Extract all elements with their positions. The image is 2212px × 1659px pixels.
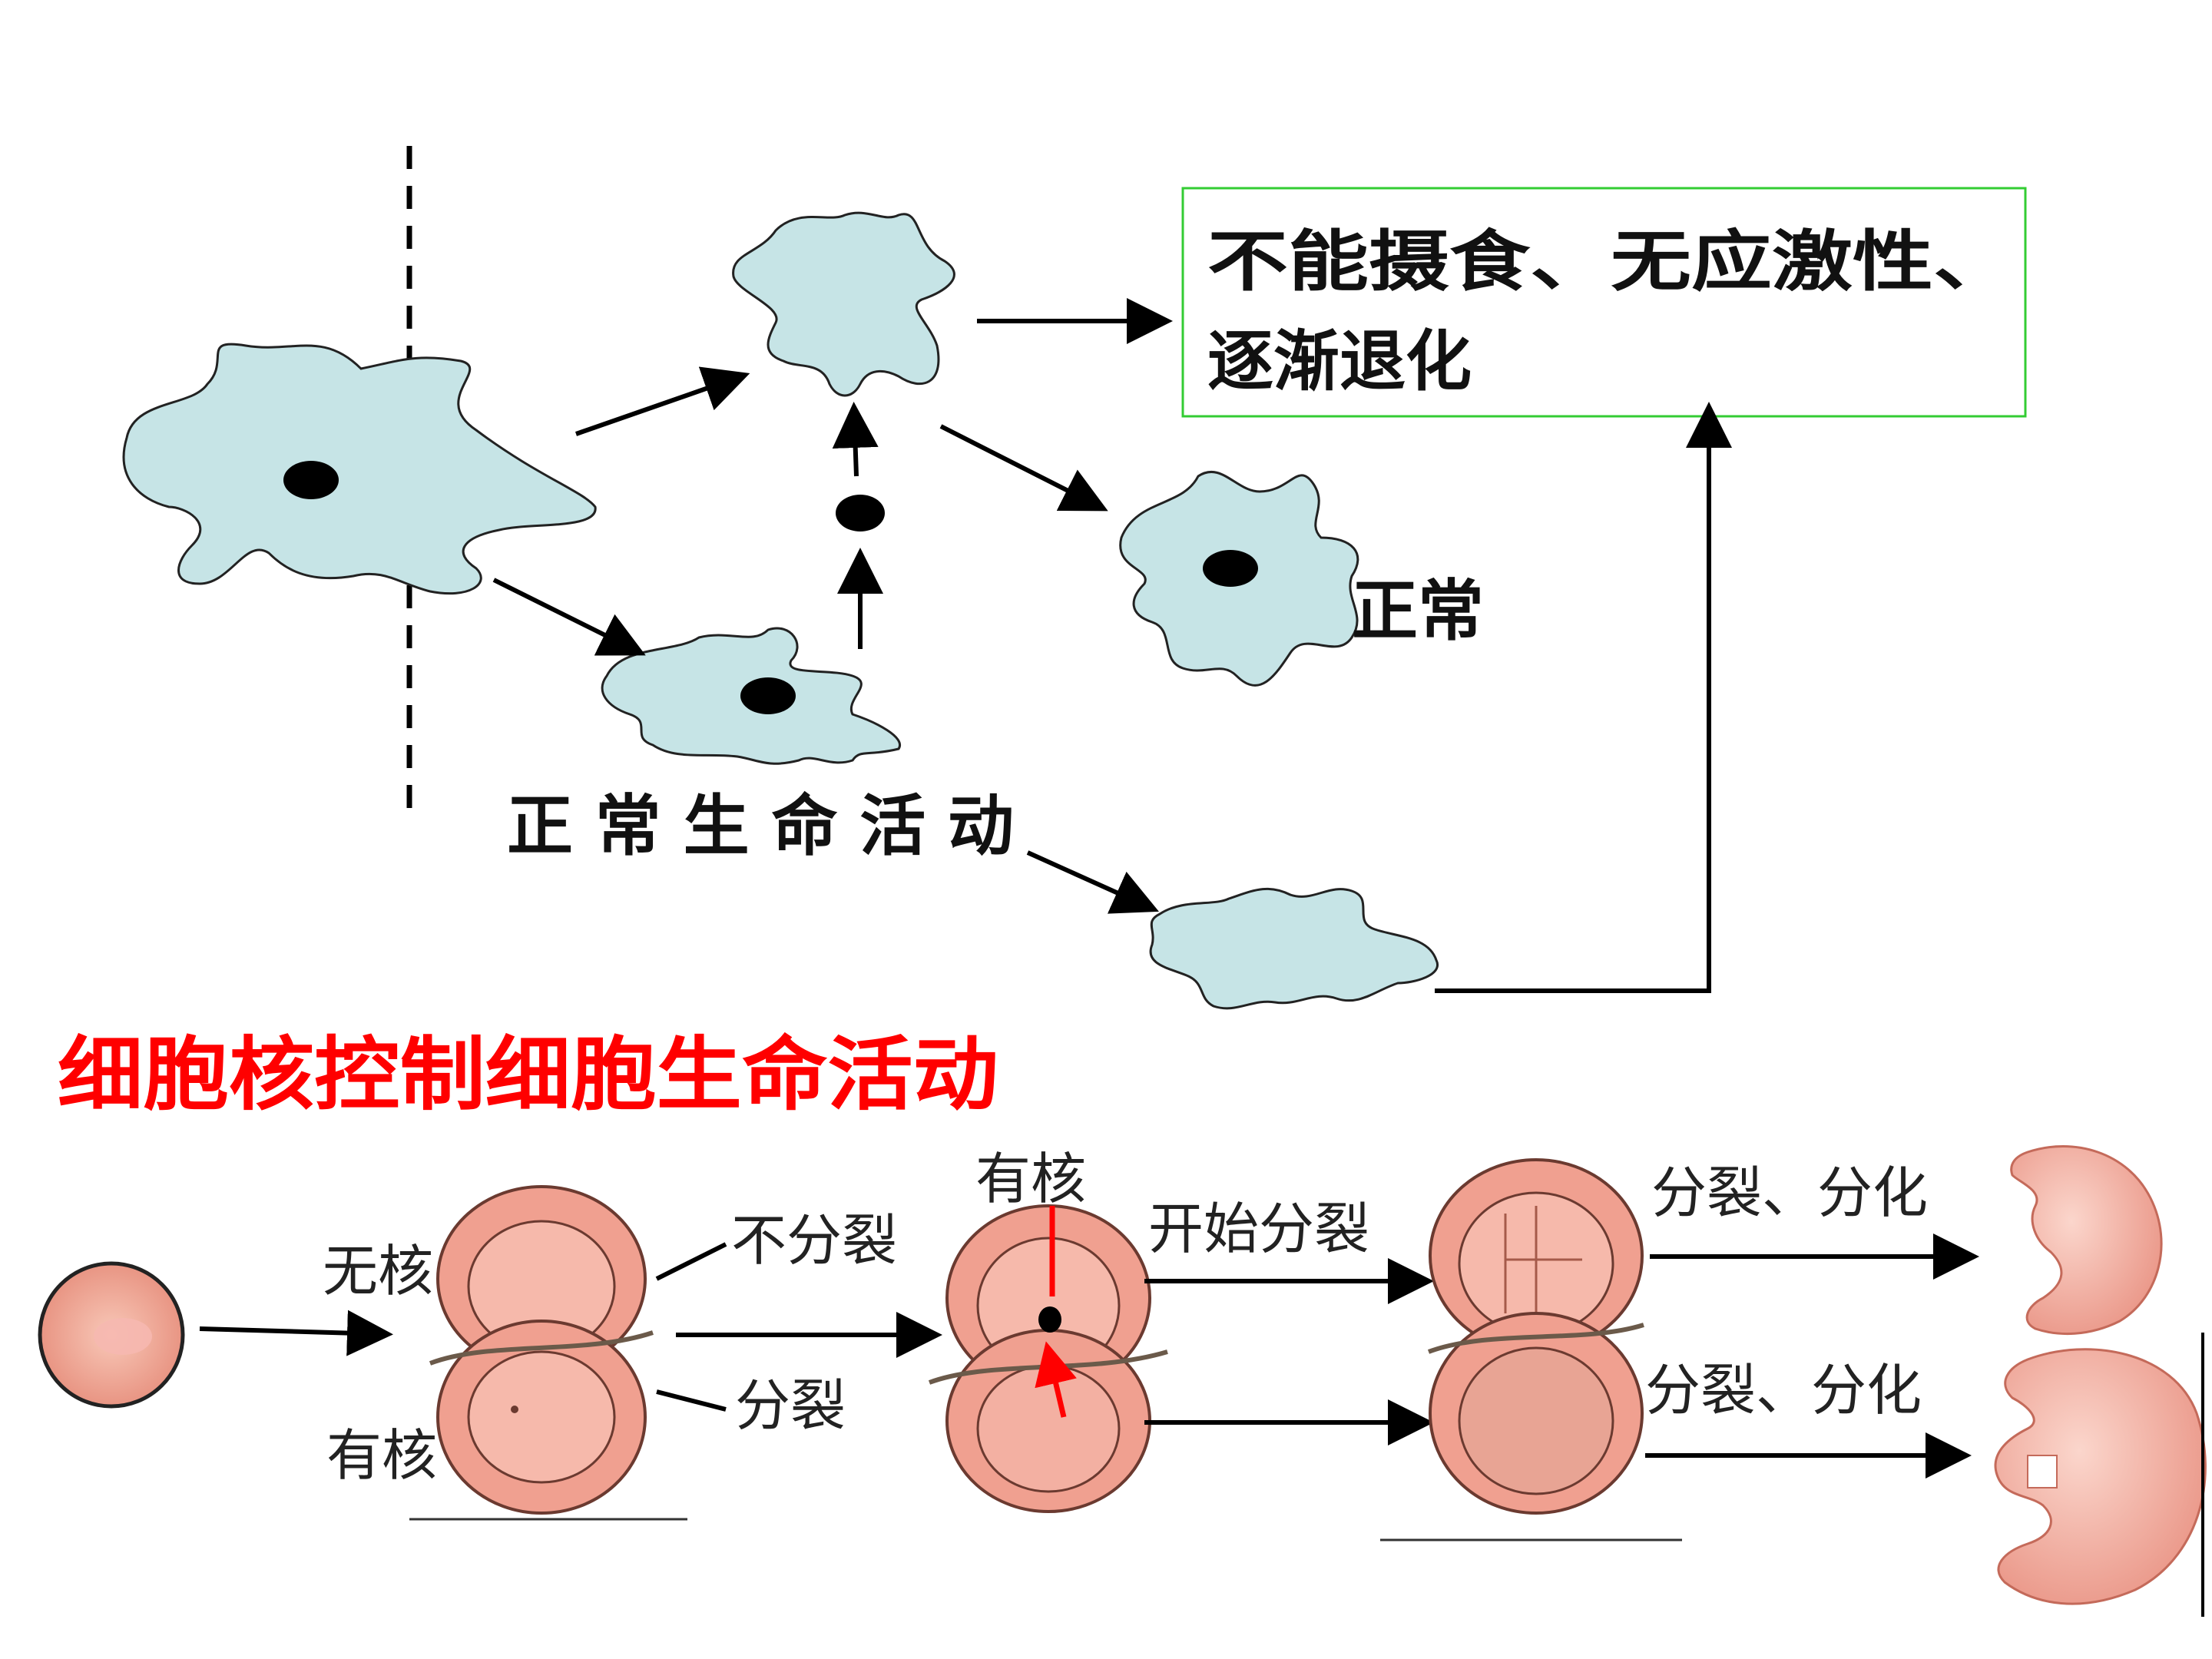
start-division-label: 开始分裂	[1148, 1197, 1369, 1261]
embryo-top	[2010, 1145, 2163, 1335]
arrow	[199, 1310, 393, 1356]
arrow	[492, 578, 646, 656]
result-box-line1: 不能摄食、无应激性、	[1207, 224, 2014, 300]
arrow	[1435, 402, 1732, 993]
with-nucleus-label: 有核	[326, 1423, 437, 1488]
division-label: 分裂	[735, 1373, 846, 1438]
arrow	[1026, 850, 1159, 914]
nucleus-dot	[1038, 1306, 1061, 1333]
nucleus-label-middle: 有核	[975, 1147, 1086, 1211]
ligated-egg-3	[1427, 1158, 1644, 1515]
pointer-line	[655, 1242, 727, 1281]
nucleus-dot	[740, 677, 796, 714]
ligated-egg-2	[928, 1204, 1168, 1513]
egg-cell	[38, 1261, 185, 1409]
normal-activity-label: 正常生命活动	[507, 788, 1014, 865]
normal-label: 正常	[1352, 573, 1484, 650]
divide-differentiate-top: 分裂、分化	[1651, 1161, 1928, 1225]
arrow	[832, 402, 879, 477]
amoeba-original	[122, 343, 597, 595]
amoeba-normal	[1119, 470, 1359, 687]
nucleus-dot	[283, 461, 339, 499]
amoeba-nucleated-half	[601, 627, 902, 765]
red-arrow	[1035, 1341, 1077, 1418]
nucleus-dot	[1203, 550, 1258, 587]
pointer-line	[656, 1389, 727, 1412]
ligated-egg-1	[429, 1185, 654, 1515]
nucleus-dot	[511, 1406, 518, 1413]
heading: 细胞核控制细胞生命活动	[58, 1028, 998, 1121]
amoeba-no-nucleus-top	[732, 211, 955, 397]
no-nucleus-label: 无核	[323, 1239, 433, 1303]
divide-differentiate-bottom: 分裂、分化	[1645, 1358, 1922, 1422]
result-box-line2: 逐渐退化	[1207, 323, 1472, 400]
no-division-label: 不分裂	[731, 1208, 897, 1273]
amoeba-no-nucleus-bottom	[1149, 887, 1439, 1010]
embryo-bottom	[1994, 1348, 2207, 1605]
nucleus-dot	[836, 495, 885, 531]
arrow	[575, 366, 750, 436]
arrow	[939, 424, 1108, 512]
result-box	[1181, 187, 2027, 418]
